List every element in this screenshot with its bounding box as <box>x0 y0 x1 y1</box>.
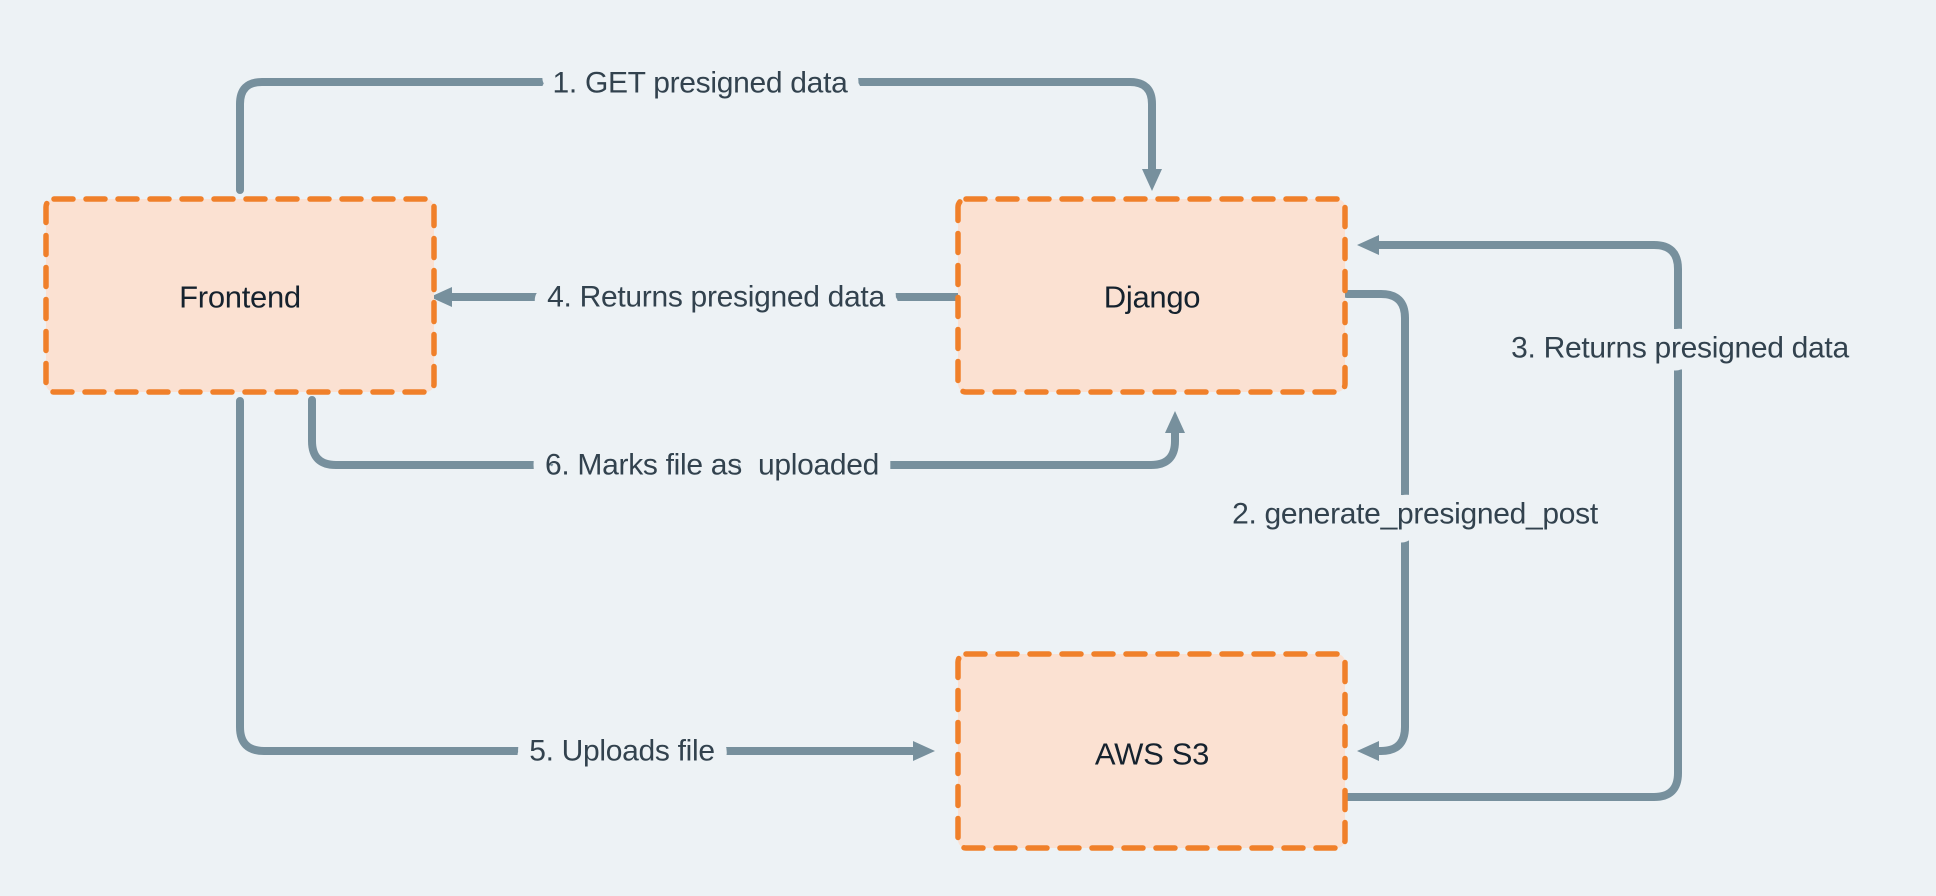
node-frontend-box <box>43 196 437 395</box>
node-frontend: Frontend <box>43 196 437 395</box>
node-django-box <box>955 196 1348 395</box>
node-frontend-label: Frontend <box>179 280 301 315</box>
flow-2-arrow <box>1343 290 1409 761</box>
flow-6-label: 6. Marks file as uploaded <box>545 449 879 482</box>
node-django-label: Django <box>1104 280 1200 315</box>
flow-2-label: 2. generate_presigned_post <box>1232 498 1599 531</box>
flow-5-arrow <box>236 397 935 761</box>
flow-1-arrow <box>236 78 1162 194</box>
flow-1-label: 1. GET presigned data <box>552 67 848 100</box>
node-aws-s3-box <box>955 651 1348 851</box>
flow-3-arrow <box>1343 235 1682 801</box>
node-aws-s3: AWS S3 <box>955 651 1348 851</box>
node-aws-s3-label: AWS S3 <box>1095 737 1209 772</box>
node-django: Django <box>955 196 1348 395</box>
flow-3-label: 3. Returns presigned data <box>1511 332 1849 365</box>
flow-4-label: 4. Returns presigned data <box>547 281 885 314</box>
flow-5-label: 5. Uploads file <box>529 735 715 768</box>
flow-6-arrow <box>308 396 1185 469</box>
